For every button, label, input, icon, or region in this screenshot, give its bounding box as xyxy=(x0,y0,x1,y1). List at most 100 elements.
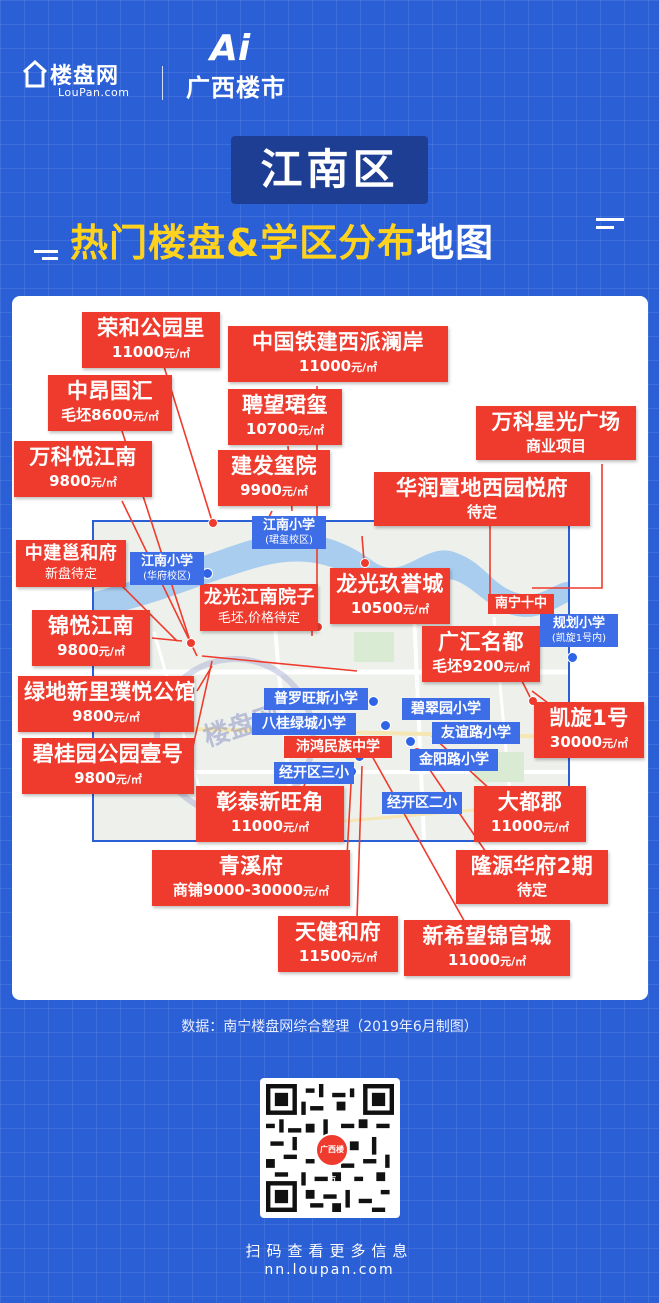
project-pin[interactable] xyxy=(360,558,370,568)
school-label-peihong[interactable]: 沛鸿民族中学 xyxy=(284,736,392,758)
site-url[interactable]: nn.loupan.com xyxy=(264,1262,395,1278)
school-label-jiangnan-hf[interactable]: 江南小学 (华府校区) xyxy=(130,552,204,585)
project-price: 新盘待定 xyxy=(44,567,97,582)
project-label-tianjian[interactable]: 天健和府 11500元/㎡ xyxy=(278,916,398,972)
project-name: 凯旋1号 xyxy=(549,706,629,730)
project-label-dadu[interactable]: 大都郡 11000元/㎡ xyxy=(474,786,586,842)
project-price: 10700元/㎡ xyxy=(245,420,325,438)
qr-badge: 广西楼市 xyxy=(315,1133,349,1184)
project-price: 9900元/㎡ xyxy=(240,481,308,499)
project-name: 彰泰新旺角 xyxy=(216,790,324,814)
school-pin[interactable] xyxy=(380,720,391,731)
project-name: 龙光玖誉城 xyxy=(336,572,444,596)
project-label-kaixuan[interactable]: 凯旋1号 30000元/㎡ xyxy=(534,702,644,758)
school-label-nanning10[interactable]: 南宁十中 xyxy=(488,594,554,614)
project-name: 青溪府 xyxy=(218,854,284,878)
page-subtitle: 热门楼盘&学区分布地图 xyxy=(70,212,494,267)
project-pin[interactable] xyxy=(208,518,218,528)
project-name: 荣和公园里 xyxy=(97,316,205,340)
project-label-qingxi[interactable]: 青溪府 商铺9000-30000元/㎡ xyxy=(152,850,350,906)
header-divider xyxy=(162,66,163,100)
project-label-wankeyue[interactable]: 万科悦江南 9800元/㎡ xyxy=(14,441,152,497)
project-price: 11000元/㎡ xyxy=(447,951,527,969)
project-name: 中昂国汇 xyxy=(67,379,153,403)
project-label-wankexingguang[interactable]: 万科星光广场 商业项目 xyxy=(476,406,636,460)
school-name: 金阳路小学 xyxy=(419,752,489,768)
project-label-zhongtie[interactable]: 中国铁建西派澜岸 11000元/㎡ xyxy=(228,326,448,382)
school-label-jingkai2[interactable]: 经开区二小 xyxy=(382,792,462,814)
project-price: 毛坯8600元/㎡ xyxy=(61,406,159,424)
school-label-bicuiyuan[interactable]: 碧翠园小学 xyxy=(402,698,490,720)
guangxi-loushi-logo: Ai 广西楼市 xyxy=(186,28,306,102)
school-name: 友谊路小学 xyxy=(441,725,511,741)
school-label-guihua[interactable]: 规划小学 (凯旋1号内) xyxy=(540,614,618,647)
project-name: 大都郡 xyxy=(497,790,563,814)
subtitle-deco-left xyxy=(34,250,58,253)
qr-code-icon xyxy=(266,1084,394,1212)
subtitle-deco-left-2 xyxy=(42,257,58,260)
project-pin[interactable] xyxy=(528,696,538,706)
project-price: 11000元/㎡ xyxy=(111,343,191,361)
project-price: 9800元/㎡ xyxy=(57,641,125,659)
school-name: 经开区三小 xyxy=(279,765,349,781)
project-label-zhongjian[interactable]: 中建邕和府 新盘待定 xyxy=(16,540,126,587)
school-name: 八桂绿城小学 xyxy=(262,716,346,732)
project-label-biguiyuan[interactable]: 碧桂园公园壹号 9800元/㎡ xyxy=(22,738,194,794)
school-label-youyilu[interactable]: 友谊路小学 xyxy=(432,722,520,744)
project-price: 商业项目 xyxy=(525,437,586,455)
school-sub: (华府校区) xyxy=(143,571,191,582)
project-label-zhongang[interactable]: 中昂国汇 毛坯8600元/㎡ xyxy=(48,375,172,431)
school-label-puluowangsi[interactable]: 普罗旺斯小学 xyxy=(264,688,368,710)
school-name: 沛鸿民族中学 xyxy=(296,739,380,755)
project-label-lvdi[interactable]: 绿地新里璞悦公馆 9800元/㎡ xyxy=(18,676,196,732)
project-label-zhangtai[interactable]: 彰泰新旺角 11000元/㎡ xyxy=(196,786,344,842)
project-name: 华润置地西园悦府 xyxy=(396,476,568,500)
project-price: 11500元/㎡ xyxy=(298,947,378,965)
project-name: 隆源华府2期 xyxy=(470,854,594,878)
school-name: 经开区二小 xyxy=(387,795,457,811)
project-price: 毛坯9200元/㎡ xyxy=(432,657,530,675)
data-source-note: 数据：南宁楼盘网综合整理（2019年6月制图） xyxy=(181,1019,478,1035)
project-pin[interactable] xyxy=(186,638,196,648)
project-price: 11000元/㎡ xyxy=(230,817,310,835)
project-label-guanghui[interactable]: 广汇名都 毛坯9200元/㎡ xyxy=(422,626,540,682)
project-name: 万科星光广场 xyxy=(491,410,621,434)
school-name: 江南小学 xyxy=(140,554,193,569)
subtitle-white: 地图 xyxy=(416,221,495,265)
project-label-pinwang[interactable]: 聘望珺玺 10700元/㎡ xyxy=(228,389,342,445)
project-price: 30000元/㎡ xyxy=(549,733,629,751)
school-label-baguilvcheng[interactable]: 八桂绿城小学 xyxy=(252,713,356,735)
project-name: 万科悦江南 xyxy=(29,445,137,469)
school-label-jiangnan-jw[interactable]: 江南小学 (珺玺校区) xyxy=(252,516,326,549)
project-name: 中国铁建西派澜岸 xyxy=(252,330,424,354)
river xyxy=(94,533,568,617)
project-price: 待定 xyxy=(516,881,547,899)
project-name: 绿地新里璞悦公馆 xyxy=(24,680,196,704)
district-title: 江南区 xyxy=(231,136,428,204)
project-label-ronghe[interactable]: 荣和公园里 11000元/㎡ xyxy=(82,312,220,368)
project-label-huarun[interactable]: 华润置地西园悦府 待定 xyxy=(374,472,590,526)
school-label-jinyang[interactable]: 金阳路小学 xyxy=(410,749,498,771)
loupan-logo: 楼盘网 LouPan.com xyxy=(22,58,142,106)
brand-right-name: 广西楼市 xyxy=(186,74,286,102)
subtitle-deco-right-2 xyxy=(596,226,614,229)
project-label-longguangjiu[interactable]: 龙光玖誉城 10500元/㎡ xyxy=(330,568,450,624)
school-pin[interactable] xyxy=(405,736,416,747)
project-name: 聘望珺玺 xyxy=(242,393,328,417)
school-sub: (凯旋1号内) xyxy=(551,633,607,644)
project-name: 锦悦江南 xyxy=(48,614,134,638)
school-pin[interactable] xyxy=(567,652,578,663)
project-label-xinxiwang[interactable]: 新希望锦官城 11000元/㎡ xyxy=(404,920,570,976)
brand-left-name: 楼盘网 xyxy=(50,64,120,89)
project-name: 碧桂园公园壹号 xyxy=(32,742,184,766)
school-pin[interactable] xyxy=(368,696,379,707)
project-label-longguangyuan[interactable]: 龙光江南院子 毛坯,价格待定 xyxy=(200,584,318,631)
brand-right-mark: Ai xyxy=(210,28,251,69)
scan-prompt: 扫码查看更多信息 xyxy=(245,1242,414,1260)
project-label-jinyue[interactable]: 锦悦江南 9800元/㎡ xyxy=(32,610,150,666)
school-label-jingkai3[interactable]: 经开区三小 xyxy=(274,762,354,784)
project-label-jianfa[interactable]: 建发玺院 9900元/㎡ xyxy=(218,450,330,506)
qr-code[interactable]: 广西楼市 xyxy=(260,1078,400,1218)
project-label-longyuan[interactable]: 隆源华府2期 待定 xyxy=(456,850,608,904)
project-price: 待定 xyxy=(466,503,497,521)
